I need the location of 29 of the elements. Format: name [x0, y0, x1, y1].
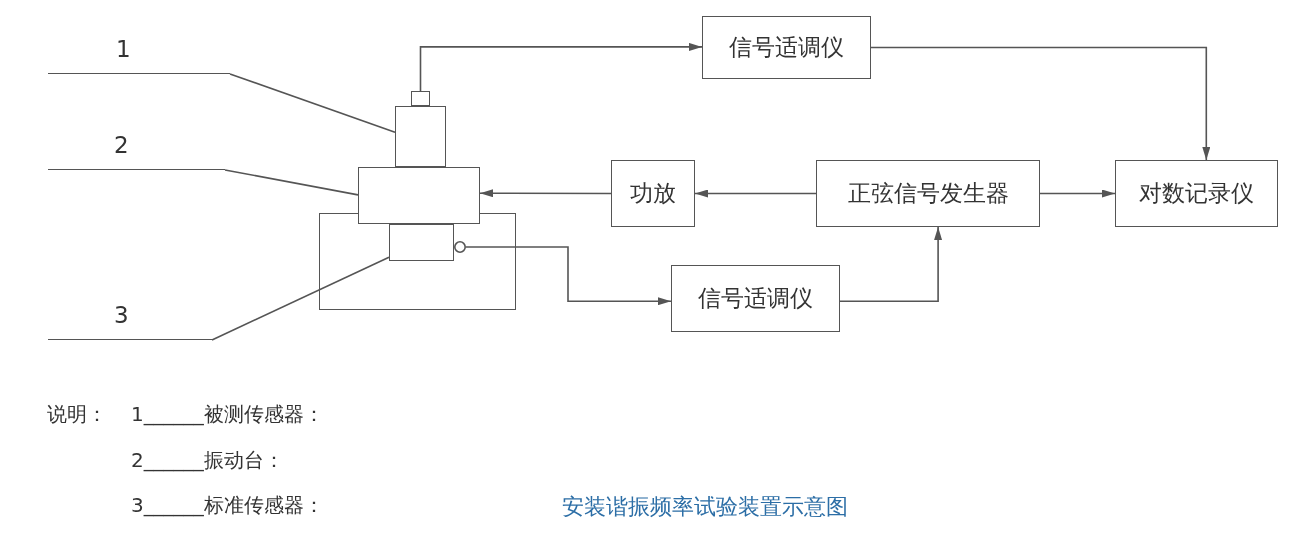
process-box: 功放: [611, 160, 695, 227]
arrow: [694, 189, 817, 198]
arrow: [465, 246, 672, 306]
process-box: 正弦信号发生器: [816, 160, 1040, 227]
process-box: 信号适调仪: [671, 265, 840, 332]
note-heading: 说明：: [47, 403, 107, 426]
reference-sensor: [389, 224, 454, 261]
callout-number: 1: [48, 36, 230, 74]
shaker-body: [319, 213, 516, 310]
leader-line: [224, 169, 359, 196]
arrow: [870, 46, 1211, 161]
figure-caption: 安装谐振频率试验装置示意图: [562, 494, 848, 520]
connector-plug: [411, 91, 430, 106]
process-box: 对数记录仪: [1115, 160, 1278, 227]
leader-line: [211, 256, 390, 341]
arrow: [839, 226, 943, 302]
note-item: 2______振动台：: [131, 449, 284, 472]
note-item: 1______被测传感器：: [131, 403, 324, 426]
arrow: [419, 42, 703, 92]
arrow: [1039, 189, 1116, 198]
arrow: [479, 189, 612, 198]
vibration-table: [358, 167, 480, 224]
callout-number: 3: [48, 302, 212, 340]
callout-number: 2: [48, 132, 225, 170]
sensor-body: [395, 106, 446, 167]
process-box: 信号适调仪: [702, 16, 871, 79]
ring-icon: [454, 241, 466, 253]
note-item: 3______标准传感器：: [131, 494, 324, 517]
leader-line: [229, 73, 396, 133]
